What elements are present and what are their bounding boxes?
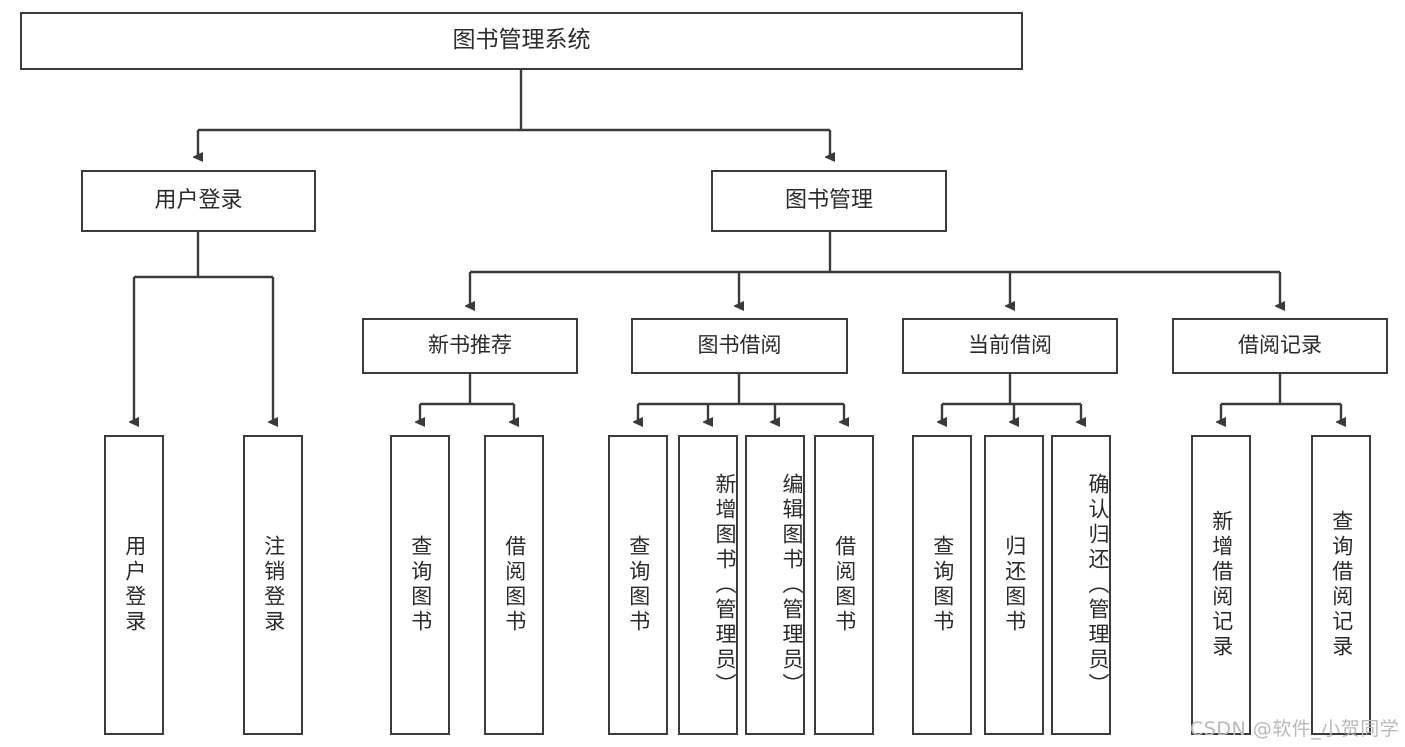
node-leaf-user-login[interactable]: 用户登录 <box>104 435 164 735</box>
node-new-book-recommend[interactable]: 新书推荐 <box>362 318 578 374</box>
node-root-system[interactable]: 图书管理系统 <box>20 12 1023 70</box>
node-leaf-edit-book[interactable]: 编辑图书（管理员） <box>745 435 805 735</box>
node-leaf-add-book[interactable]: 新增图书（管理员） <box>678 435 738 735</box>
node-current-borrow[interactable]: 当前借阅 <box>902 318 1118 374</box>
node-leaf-query-book-3[interactable]: 查询图书 <box>912 435 972 735</box>
node-leaf-borrow-book-2[interactable]: 借阅图书 <box>814 435 874 735</box>
node-leaf-borrow-book-1[interactable]: 借阅图书 <box>484 435 544 735</box>
node-leaf-add-record[interactable]: 新增借阅记录 <box>1191 435 1251 735</box>
node-leaf-logout-login[interactable]: 注销登录 <box>243 435 303 735</box>
node-leaf-query-book-1[interactable]: 查询图书 <box>390 435 450 735</box>
node-leaf-query-book-2[interactable]: 查询图书 <box>608 435 668 735</box>
node-borrow-record[interactable]: 借阅记录 <box>1172 318 1388 374</box>
node-book-manage[interactable]: 图书管理 <box>711 170 947 232</box>
node-leaf-return-book[interactable]: 归还图书 <box>984 435 1044 735</box>
node-user-login[interactable]: 用户登录 <box>81 170 316 232</box>
node-book-borrow[interactable]: 图书借阅 <box>631 318 848 374</box>
csdn-watermark: CSDN @软件_小贺同学 <box>1190 718 1400 740</box>
node-leaf-query-record[interactable]: 查询借阅记录 <box>1311 435 1371 735</box>
node-leaf-confirm-return[interactable]: 确认归还（管理员） <box>1051 435 1111 735</box>
